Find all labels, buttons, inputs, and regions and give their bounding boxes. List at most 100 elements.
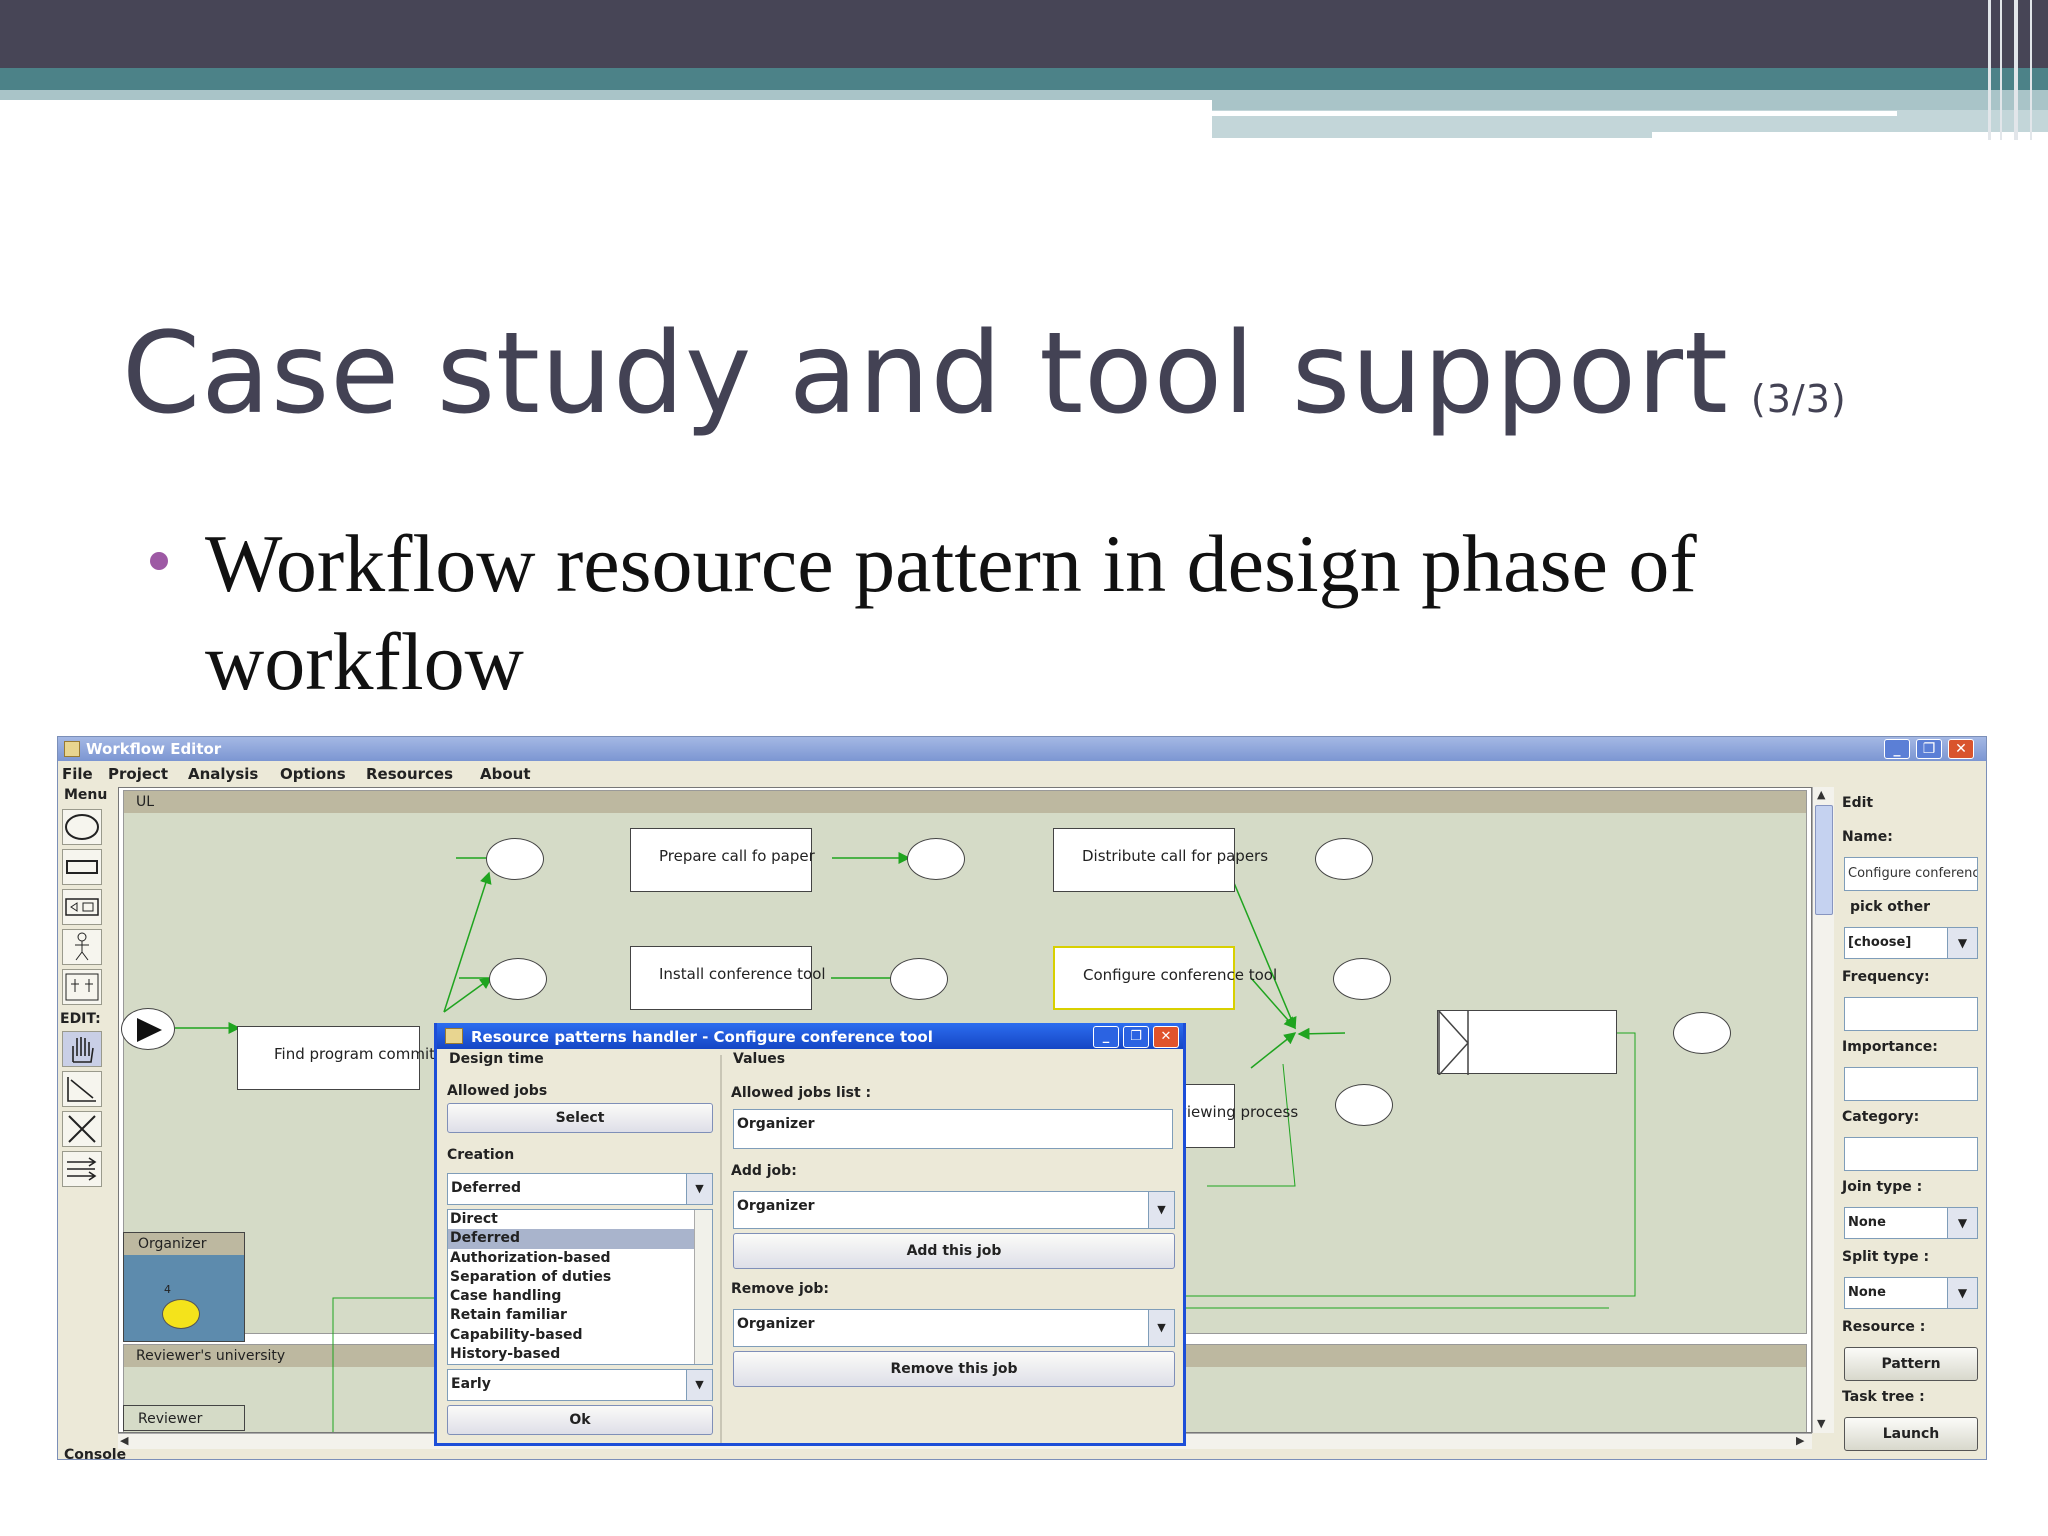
menu-about[interactable]: About xyxy=(480,765,531,783)
task-install-conference-tool[interactable]: Install conference tool xyxy=(630,946,826,1010)
menu-file[interactable]: File xyxy=(62,765,93,783)
minimize-button[interactable]: _ xyxy=(1884,739,1910,759)
menu-resources[interactable]: Resources xyxy=(366,765,454,783)
task-configure-conference-tool[interactable]: Configure conference tool xyxy=(1053,946,1277,1010)
chevron-down-icon[interactable]: ▼ xyxy=(1148,1310,1174,1346)
task-find-program-committee[interactable]: Find program committee xyxy=(237,1026,459,1090)
scrollbar-thumb[interactable] xyxy=(1815,805,1833,915)
join-type-value: None xyxy=(1848,1215,1886,1230)
ok-button[interactable]: Ok xyxy=(447,1405,713,1435)
scroll-up-icon[interactable]: ▲ xyxy=(1817,788,1826,801)
add-this-job-button[interactable]: Add this job xyxy=(733,1233,1175,1269)
place-node[interactable] xyxy=(907,838,965,880)
console-label: Console xyxy=(64,1447,127,1460)
close-button[interactable]: ✕ xyxy=(1948,739,1974,759)
name-field[interactable]: Configure conference tool xyxy=(1844,857,1978,891)
dialog-close-button[interactable]: ✕ xyxy=(1153,1026,1179,1048)
creation-option[interactable]: Separation of duties xyxy=(450,1268,612,1285)
swimlane-header: UL xyxy=(124,791,1806,813)
canvas-vertical-scrollbar[interactable]: ▲ ▼ xyxy=(1812,787,1834,1433)
importance-field[interactable] xyxy=(1844,1067,1978,1101)
name-label: Name: xyxy=(1842,829,1893,845)
scroll-right-icon[interactable]: ▶ xyxy=(1796,1434,1805,1447)
split-type-value: None xyxy=(1848,1285,1886,1300)
connector-tool-icon[interactable] xyxy=(62,889,102,925)
chevron-down-icon[interactable]: ▼ xyxy=(686,1174,712,1204)
chevron-down-icon[interactable]: ▼ xyxy=(1148,1192,1174,1228)
resize-tool-icon[interactable] xyxy=(62,1071,102,1107)
join-task-node[interactable] xyxy=(1437,1010,1617,1076)
add-job-select[interactable]: Organizer▼ xyxy=(733,1191,1175,1229)
hand-tool-icon[interactable] xyxy=(62,1031,102,1067)
remove-this-job-button[interactable]: Remove this job xyxy=(733,1351,1175,1387)
category-field[interactable] xyxy=(1844,1137,1978,1171)
remove-job-value: Organizer xyxy=(737,1316,815,1332)
slide-title: Case study and tool support(3/3) xyxy=(122,318,1847,430)
menu-analysis[interactable]: Analysis xyxy=(188,765,259,783)
task-distribute-call-for-papers[interactable]: Distribute call for papers xyxy=(1053,828,1268,892)
place-node[interactable] xyxy=(1335,1084,1393,1126)
window-title: Workflow Editor xyxy=(86,740,222,758)
start-node[interactable] xyxy=(121,1008,175,1050)
restore-button[interactable]: ❐ xyxy=(1916,739,1942,759)
creation-option[interactable]: Retain familiar xyxy=(450,1307,567,1324)
chevron-down-icon[interactable]: ▼ xyxy=(1947,1208,1977,1238)
creation-option[interactable]: Deferred xyxy=(448,1229,712,1249)
ellipse-tool-icon[interactable] xyxy=(62,809,102,845)
pick-other-select[interactable]: [choose]▼ xyxy=(1844,927,1978,959)
frequency-field[interactable] xyxy=(1844,997,1978,1031)
end-place-node[interactable] xyxy=(1673,1012,1731,1054)
menu-project[interactable]: Project xyxy=(108,765,169,783)
creation-option[interactable]: History-based xyxy=(450,1346,561,1363)
split-type-select[interactable]: None ▼ xyxy=(1844,1277,1978,1309)
menu-options[interactable]: Options xyxy=(280,765,346,783)
place-node[interactable] xyxy=(486,838,544,880)
bullet-dot xyxy=(150,552,168,570)
scroll-down-icon[interactable]: ▼ xyxy=(1817,1417,1826,1430)
group-actor-tool-icon[interactable] xyxy=(62,969,102,1005)
creation-option[interactable]: Direct xyxy=(450,1211,498,1227)
launch-button[interactable]: Launch xyxy=(1844,1417,1978,1451)
place-node[interactable] xyxy=(890,958,948,1000)
resource-token[interactable] xyxy=(162,1299,200,1329)
allowed-jobs-list[interactable]: Organizer xyxy=(733,1109,1173,1149)
task-label: Install conference tool xyxy=(659,965,826,983)
select-button[interactable]: Select xyxy=(447,1103,713,1133)
task-label: Configure conference tool xyxy=(1083,966,1278,984)
chevron-down-icon[interactable]: ▼ xyxy=(686,1370,712,1400)
list-scrollbar[interactable] xyxy=(694,1210,712,1364)
allowed-jobs-label: Allowed jobs xyxy=(447,1083,548,1099)
app-icon xyxy=(64,741,80,757)
creation-option[interactable]: Capability-based xyxy=(450,1326,583,1343)
remove-job-label: Remove job: xyxy=(731,1281,830,1297)
timing-select[interactable]: Early▼ xyxy=(447,1369,713,1401)
organizer-resource-box[interactable]: Organizer 4 xyxy=(123,1232,245,1342)
dialog-app-icon xyxy=(445,1028,463,1044)
organizer-count: 4 xyxy=(164,1283,171,1296)
actor-tool-icon[interactable] xyxy=(62,929,102,965)
dialog-maximize-button[interactable]: ❐ xyxy=(1123,1026,1149,1048)
chevron-down-icon[interactable]: ▼ xyxy=(1947,1278,1977,1308)
dialog-minimize-button[interactable]: _ xyxy=(1093,1026,1119,1048)
header-band-light-right xyxy=(1212,90,2048,110)
place-node[interactable] xyxy=(1315,838,1373,880)
creation-option[interactable]: Authorization-based xyxy=(450,1249,611,1266)
remove-job-select[interactable]: Organizer ▼ xyxy=(733,1309,1175,1347)
place-node[interactable] xyxy=(489,958,547,1000)
scroll-left-icon[interactable]: ◀ xyxy=(120,1434,129,1447)
place-node[interactable] xyxy=(1333,958,1391,1000)
chevron-down-icon[interactable]: ▼ xyxy=(1947,928,1977,958)
header-rule xyxy=(1988,0,1991,140)
task-prepare-call-for-paper[interactable]: Prepare call fo paper xyxy=(630,828,815,892)
header-rule xyxy=(2014,0,2018,140)
delete-tool-icon[interactable] xyxy=(62,1111,102,1147)
rectangle-tool-icon[interactable] xyxy=(62,849,102,885)
creation-option[interactable]: Case handling xyxy=(450,1288,562,1305)
reviewer-resource-box[interactable]: Reviewer xyxy=(123,1405,245,1431)
creation-select[interactable]: Deferred▼ xyxy=(447,1173,713,1205)
organizer-label: Organizer xyxy=(138,1236,207,1252)
route-tool-icon[interactable] xyxy=(62,1151,102,1187)
join-type-select[interactable]: None ▼ xyxy=(1844,1207,1978,1239)
pattern-button[interactable]: Pattern xyxy=(1844,1347,1978,1381)
